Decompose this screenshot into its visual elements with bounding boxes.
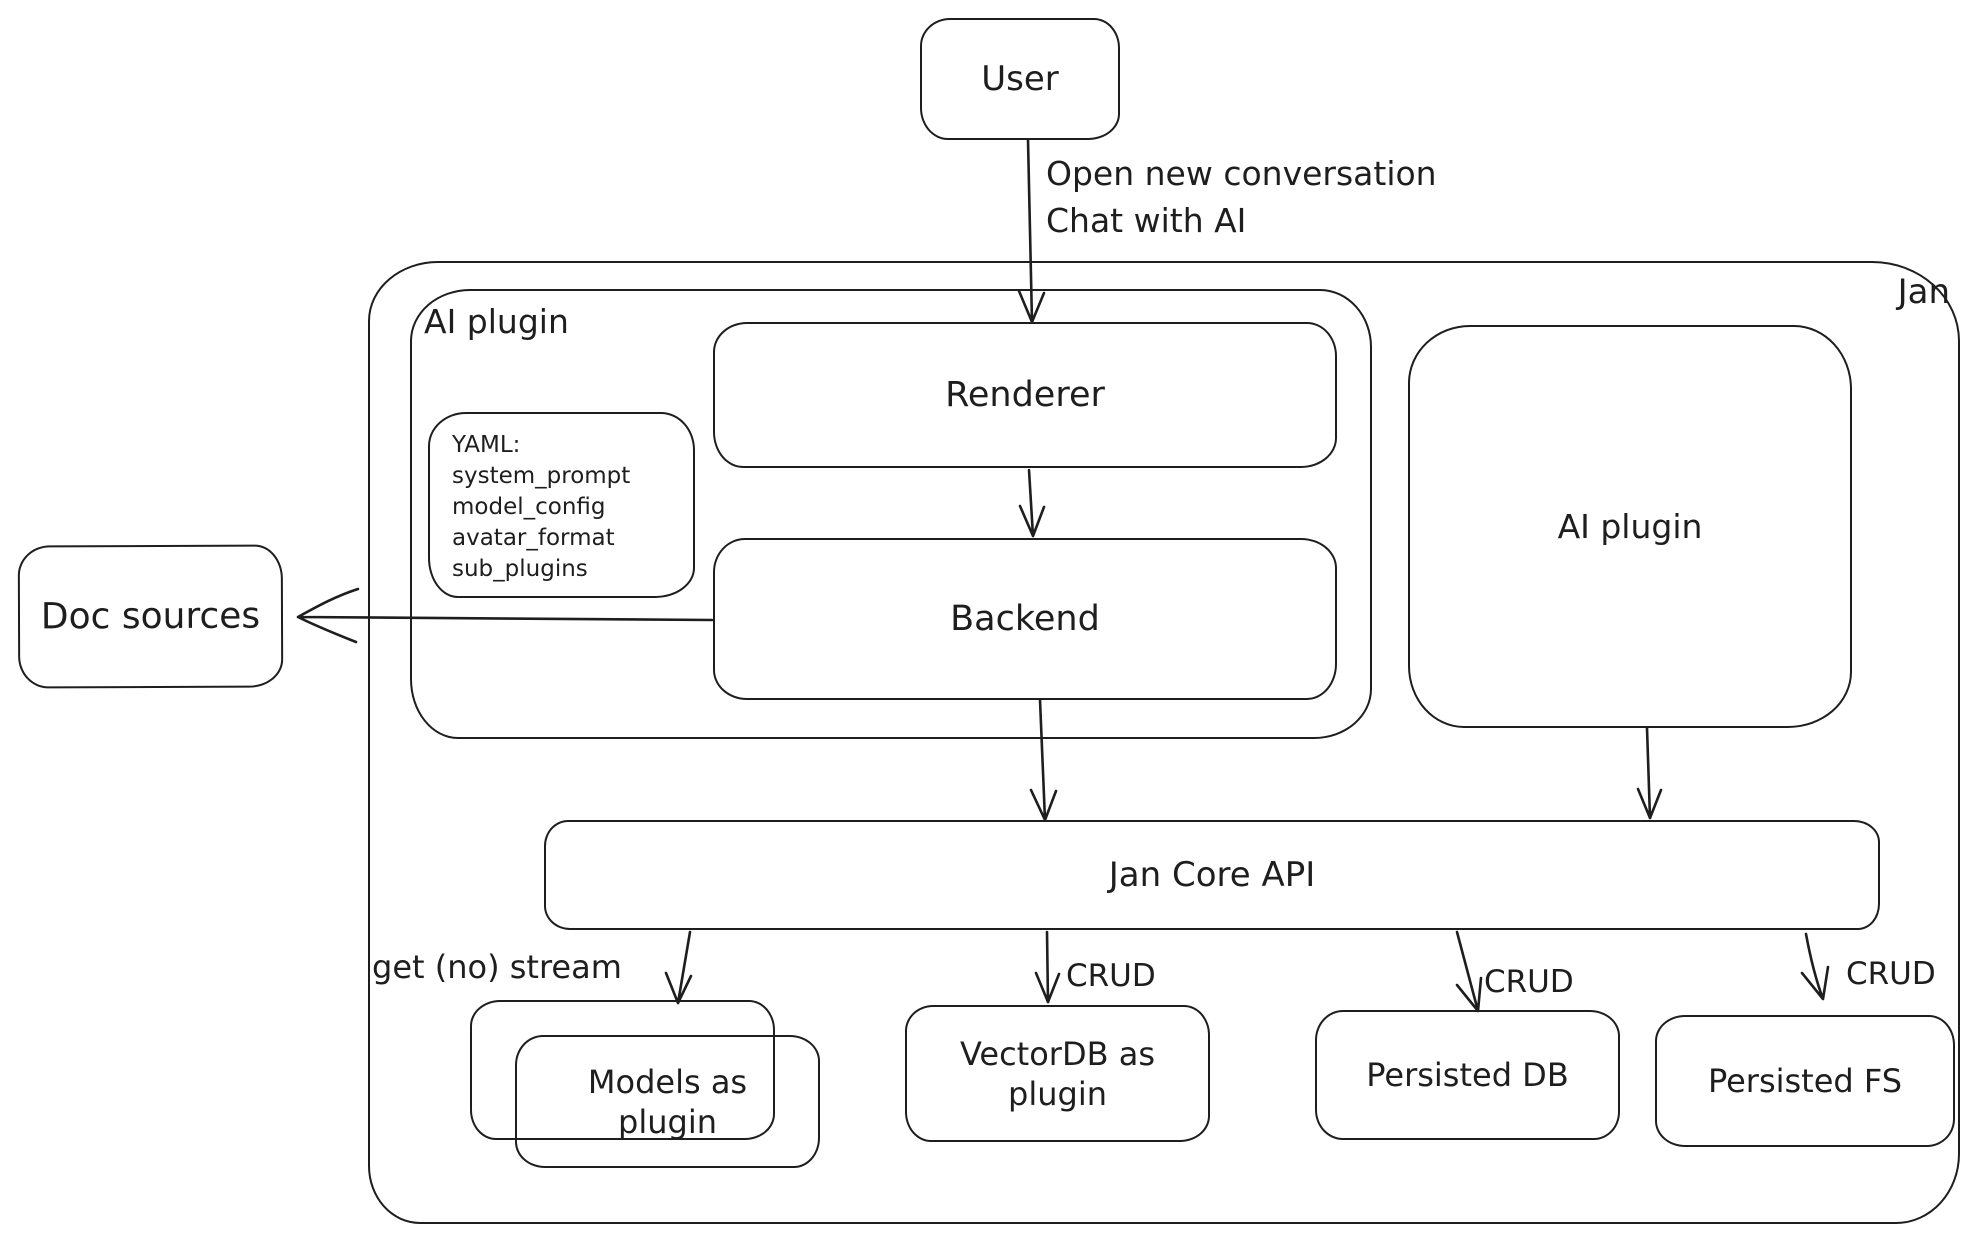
edge-core-to-models-arrow <box>664 930 693 1005</box>
user-node: User <box>920 18 1120 140</box>
edge-core-to-vectordb-arrow <box>1034 930 1061 1004</box>
models-as-plugin-stack-box <box>470 1000 775 1140</box>
edge-core-to-persisted-fs-arrow <box>1800 932 1830 1001</box>
jan-core-api-node-label: Jan Core API <box>1108 855 1316 895</box>
models-as-plugin-node-label: Models as plugin <box>587 1062 748 1141</box>
ai-plugin-right-node: AI plugin <box>1408 325 1852 728</box>
edge-backend-to-doc-sources-arrow <box>296 587 714 644</box>
yaml-note-line: avatar_format <box>452 525 615 551</box>
persisted-db-node-label: Persisted DB <box>1366 1056 1569 1094</box>
persisted-db-node: Persisted DB <box>1315 1010 1620 1140</box>
yaml-note-line: YAML: <box>452 432 521 458</box>
edge-user-to-renderer-arrow <box>1017 138 1046 324</box>
persisted-fs-node-label: Persisted FS <box>1707 1062 1903 1100</box>
edge-ai-plugin-to-core-arrow <box>1636 726 1663 820</box>
jan-container-label: Jan <box>1897 272 1950 312</box>
edge-label-open-new-conversation: Open new conversation Chat with AI <box>1046 154 1437 240</box>
edge-label-crud-persisted-db: CRUD <box>1484 964 1574 1000</box>
yaml-note: YAML: system_prompt model_config avatar_… <box>428 412 695 598</box>
yaml-note-text: YAML: system_prompt model_config avatar_… <box>452 430 630 585</box>
backend-node: Backend <box>713 538 1337 700</box>
renderer-node: Renderer <box>713 322 1337 468</box>
edge-backend-to-core-arrow <box>1029 698 1058 822</box>
yaml-note-line: system_prompt <box>452 463 631 489</box>
edge-renderer-to-backend-arrow <box>1018 468 1046 538</box>
ai-plugin-container-label: AI plugin <box>424 302 569 341</box>
renderer-node-label: Renderer <box>945 375 1105 415</box>
jan-core-api-node: Jan Core API <box>544 820 1880 930</box>
edge-core-to-persisted-db-arrow <box>1455 930 1483 1013</box>
ai-plugin-right-node-label: AI plugin <box>1557 507 1703 546</box>
user-node-label: User <box>981 59 1059 99</box>
edge-label-get-no-stream: get (no) stream <box>372 948 622 986</box>
edge-label-crud-vectordb: CRUD <box>1066 958 1156 994</box>
yaml-note-line: model_config <box>452 494 606 520</box>
jan-container-box <box>368 261 1960 1224</box>
yaml-note-line: sub_plugins <box>452 556 588 582</box>
edge-label-crud-persisted-fs: CRUD <box>1846 956 1936 992</box>
backend-node-label: Backend <box>950 599 1100 639</box>
vectordb-as-plugin-node: VectorDB as plugin <box>905 1005 1210 1142</box>
persisted-fs-node: Persisted FS <box>1655 1015 1955 1147</box>
models-as-plugin-node: Models as plugin <box>515 1035 820 1168</box>
vectordb-as-plugin-node-label: VectorDB as plugin <box>959 1034 1155 1113</box>
ai-plugin-container-box <box>410 289 1372 739</box>
